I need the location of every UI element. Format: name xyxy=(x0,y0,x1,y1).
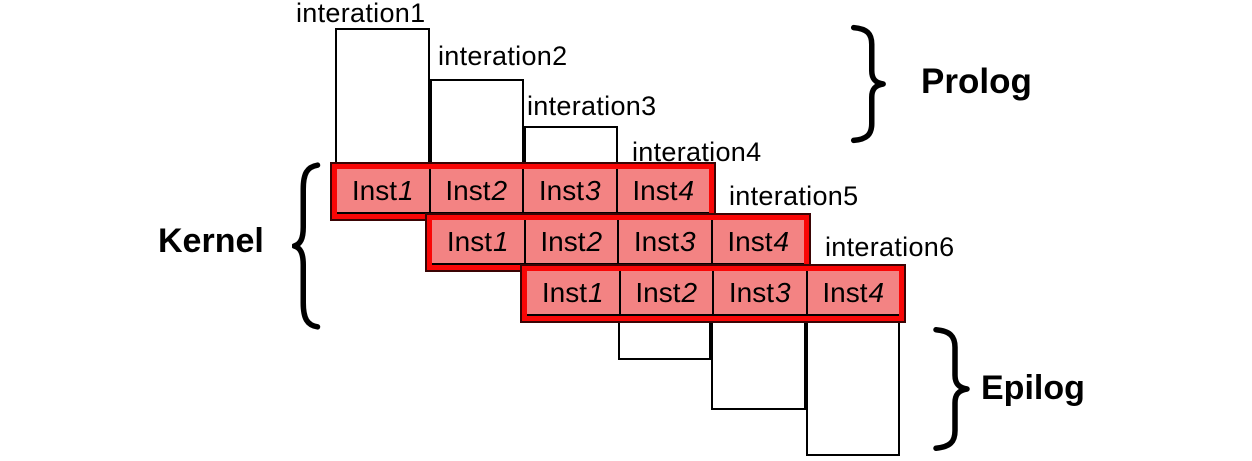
prolog-brace xyxy=(848,24,886,144)
iteration-label-3: interation3 xyxy=(527,91,657,121)
epilog-label: Epilog xyxy=(981,369,1085,407)
kernel-brace xyxy=(292,160,322,332)
iteration-label-4: interation4 xyxy=(632,137,762,167)
prolog-label: Prolog xyxy=(921,62,1032,101)
iteration-label-5: interation5 xyxy=(729,181,859,211)
epilog-brace xyxy=(930,326,970,452)
iteration-label-1: interation1 xyxy=(296,0,426,28)
iteration-label-2: interation2 xyxy=(438,41,568,71)
iteration-label-6: interation6 xyxy=(825,232,955,262)
kernel-label: Kernel xyxy=(158,222,264,260)
